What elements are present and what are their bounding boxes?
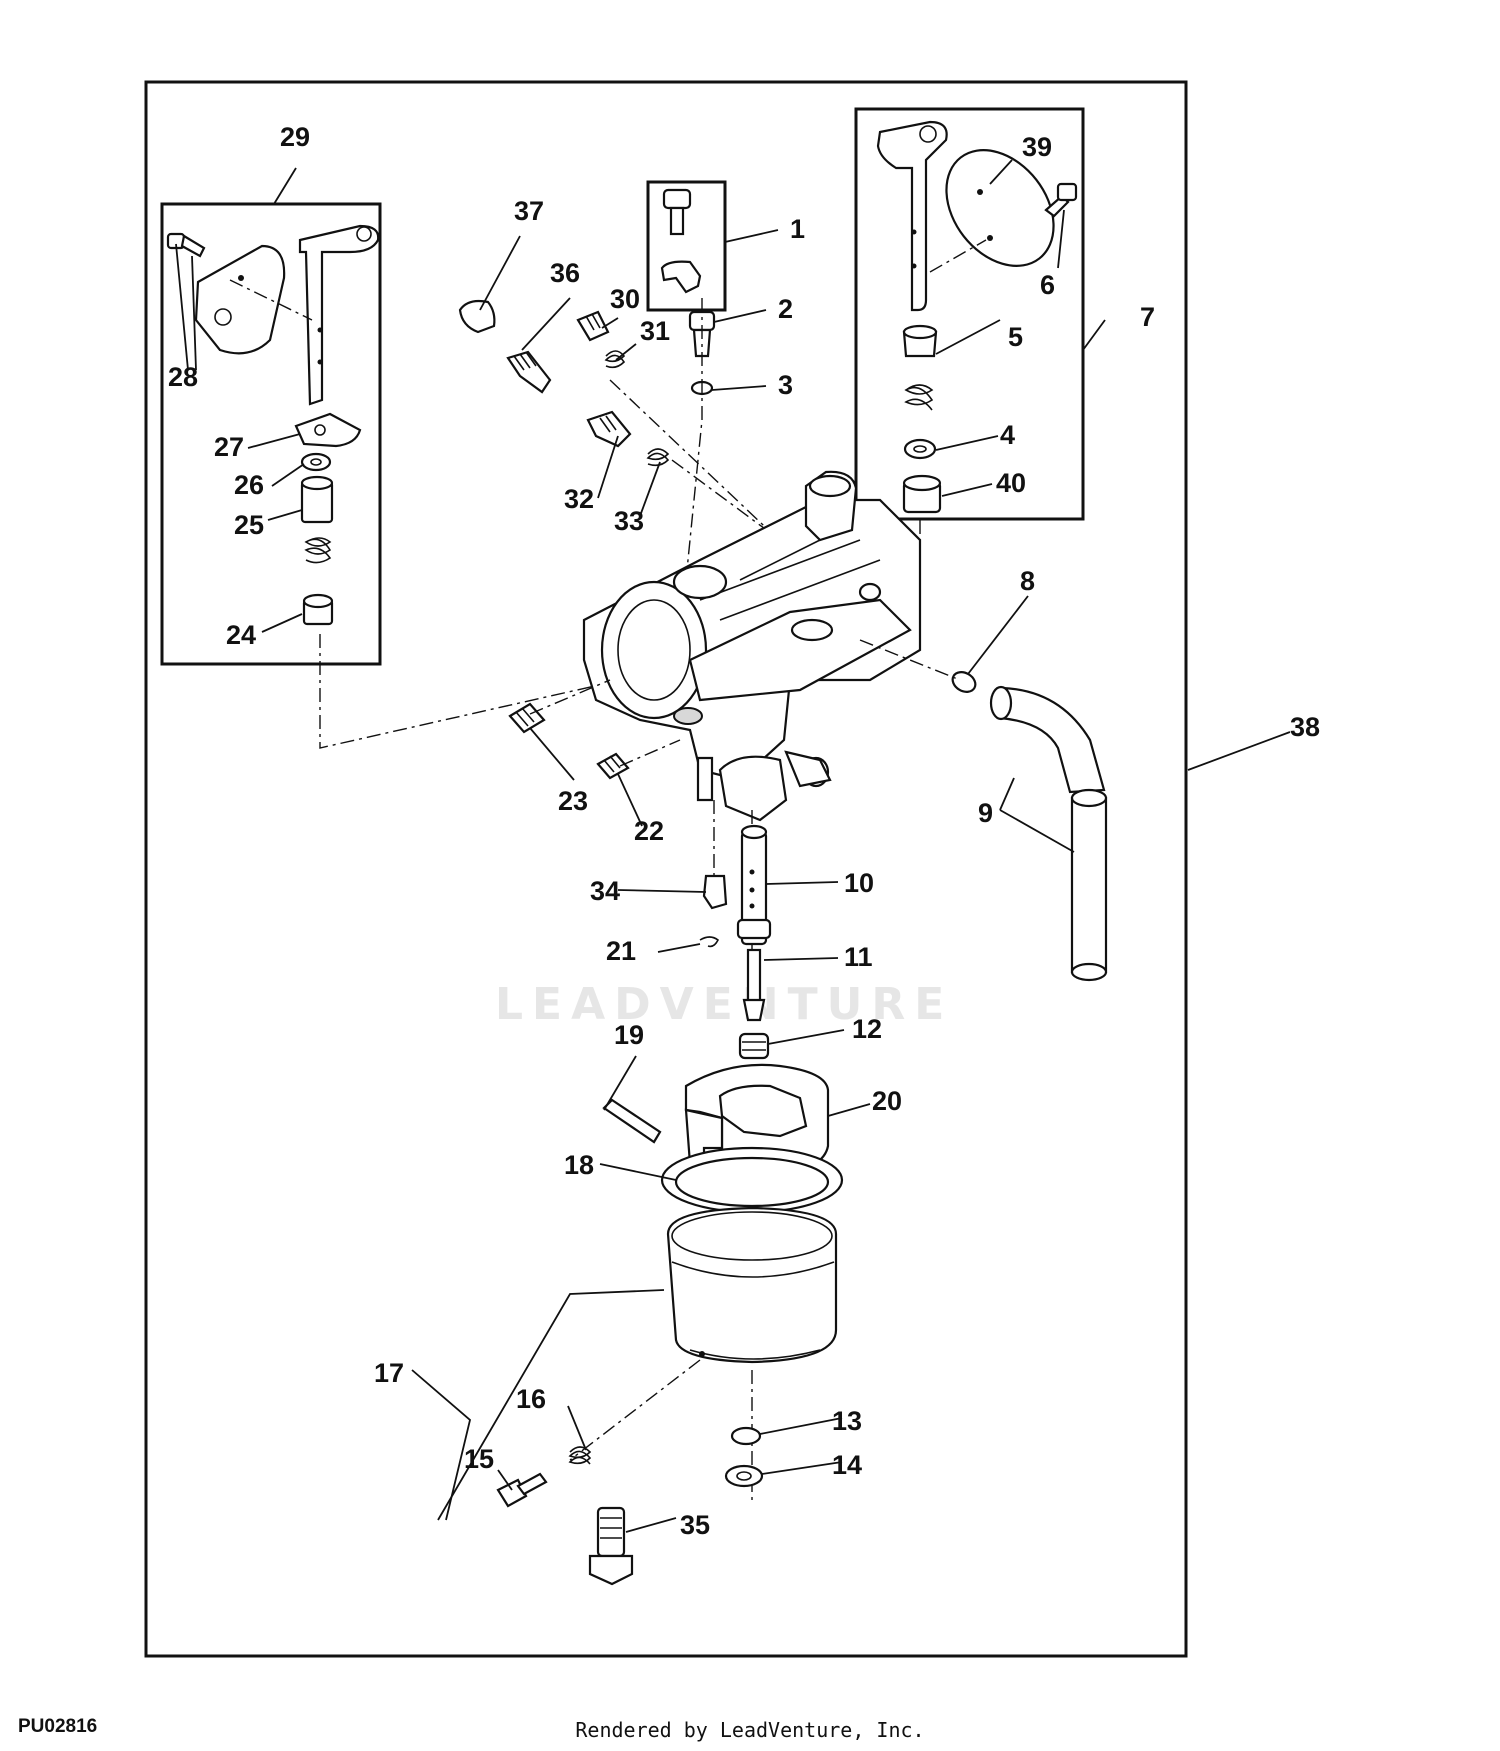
callout-29: 29: [280, 122, 310, 152]
choke-shaft: [298, 224, 380, 406]
jet-axis-line: [529, 679, 681, 767]
callout-25: 25: [234, 510, 264, 540]
choke-washer: [300, 452, 332, 472]
callout-28: 28: [168, 362, 198, 392]
screw-clip-box: [646, 180, 727, 312]
callout-10: 10: [844, 868, 874, 898]
throttle-screw: [1044, 182, 1078, 218]
float-pin-clip: [702, 874, 728, 910]
fuel-fitting: [506, 350, 552, 394]
choke-bushing: [300, 475, 334, 524]
fuel-hose-clamp: [951, 671, 977, 693]
callout-26: 26: [234, 470, 264, 500]
callout-7: 7: [1140, 302, 1155, 332]
fuel-screw-32: [586, 410, 632, 448]
callout-19: 19: [614, 1020, 644, 1050]
throttle-plate-centerline: [929, 239, 987, 273]
needle-seat: [738, 1032, 770, 1060]
throttle-shaft: [876, 120, 948, 312]
callout-40: 40: [996, 468, 1026, 498]
callout-36: 36: [550, 258, 580, 288]
callout-18: 18: [564, 1150, 594, 1180]
callout-39: 39: [1022, 132, 1052, 162]
primer-cap: [458, 299, 496, 334]
callout-20: 20: [872, 1086, 902, 1116]
callout-12: 12: [852, 1014, 882, 1044]
figure-code: PU02816: [18, 1716, 98, 1737]
callout-24: 24: [226, 620, 256, 650]
callout-labels: 1 2 3 4 5 6 7 8 9 10 11 12 13 14 15 16 1…: [168, 122, 1320, 1540]
callout-3: 3: [778, 370, 793, 400]
callout-9: 9: [978, 798, 993, 828]
drain-axis-line: [569, 1359, 701, 1461]
diagram-frame: [144, 80, 1188, 1658]
callout-33: 33: [614, 506, 644, 536]
bowl-bolt: [588, 1506, 634, 1586]
callout-5: 5: [1008, 322, 1023, 352]
float-pin: [602, 1098, 662, 1144]
choke-lever: [294, 412, 362, 448]
callout-15: 15: [464, 1444, 494, 1474]
callout-30: 30: [610, 284, 640, 314]
inlet-needle: [742, 948, 766, 1022]
callout-31: 31: [640, 316, 670, 346]
main-nozzle: [736, 824, 772, 946]
fuel-spring-33: [646, 448, 670, 467]
float: [684, 1063, 830, 1188]
callout-35: 35: [680, 1510, 710, 1540]
carburetor-body: [582, 470, 922, 822]
choke-axis-line: [319, 634, 711, 749]
top-axis-line-1: [685, 298, 703, 581]
throttle-washer: [903, 438, 937, 460]
throttle-bushing: [902, 324, 938, 358]
callout-34: 34: [590, 876, 620, 906]
callout-32: 32: [564, 484, 594, 514]
top-axis-line-3: [671, 459, 781, 541]
fuel-screw-30: [576, 310, 610, 342]
bowl-gasket: [660, 1146, 844, 1214]
fuel-hose: [989, 685, 1108, 982]
callout-37: 37: [514, 196, 544, 226]
bowl-washer: [724, 1464, 764, 1488]
float-bowl: [666, 1206, 838, 1364]
throttle-shaft-group-box: [854, 107, 1085, 521]
throttle-plate: [945, 149, 1055, 267]
callout-21: 21: [606, 936, 636, 966]
bowl-o-ring: [730, 1426, 762, 1446]
choke-screw: [166, 232, 206, 258]
callout-13: 13: [832, 1406, 862, 1436]
drain-screw: [496, 1472, 548, 1508]
callout-14: 14: [832, 1450, 862, 1480]
mounting-clip: [660, 260, 702, 294]
choke-shaft-group-box: [160, 202, 382, 666]
choke-spring: [304, 537, 332, 564]
watermark: LEADVENTURE: [495, 979, 953, 1030]
callout-22: 22: [634, 816, 664, 846]
leader-lines: [175, 159, 1291, 1533]
callout-38: 38: [1290, 712, 1320, 742]
callout-17: 17: [374, 1358, 404, 1388]
throttle-seal: [902, 474, 942, 514]
callout-2: 2: [778, 294, 793, 324]
fuel-spring-31: [604, 350, 626, 369]
render-credit: Rendered by LeadVenture, Inc.: [575, 1718, 925, 1742]
callout-8: 8: [1020, 566, 1035, 596]
callout-23: 23: [558, 786, 588, 816]
callout-11: 11: [844, 942, 873, 972]
choke-seal: [302, 593, 334, 626]
callout-6: 6: [1040, 270, 1055, 300]
callout-27: 27: [214, 432, 244, 462]
callout-1: 1: [790, 214, 805, 244]
choke-plate: [194, 244, 286, 355]
wire-clip-21: [699, 936, 720, 948]
hose-axis-line: [859, 639, 961, 681]
idle-jet-22: [596, 752, 630, 780]
drain-spring: [568, 1446, 592, 1465]
callout-16: 16: [516, 1384, 546, 1414]
mounting-screw: [662, 188, 692, 236]
idle-jet-23: [508, 702, 546, 734]
throttle-spring: [904, 384, 934, 411]
callout-4: 4: [1000, 420, 1015, 450]
